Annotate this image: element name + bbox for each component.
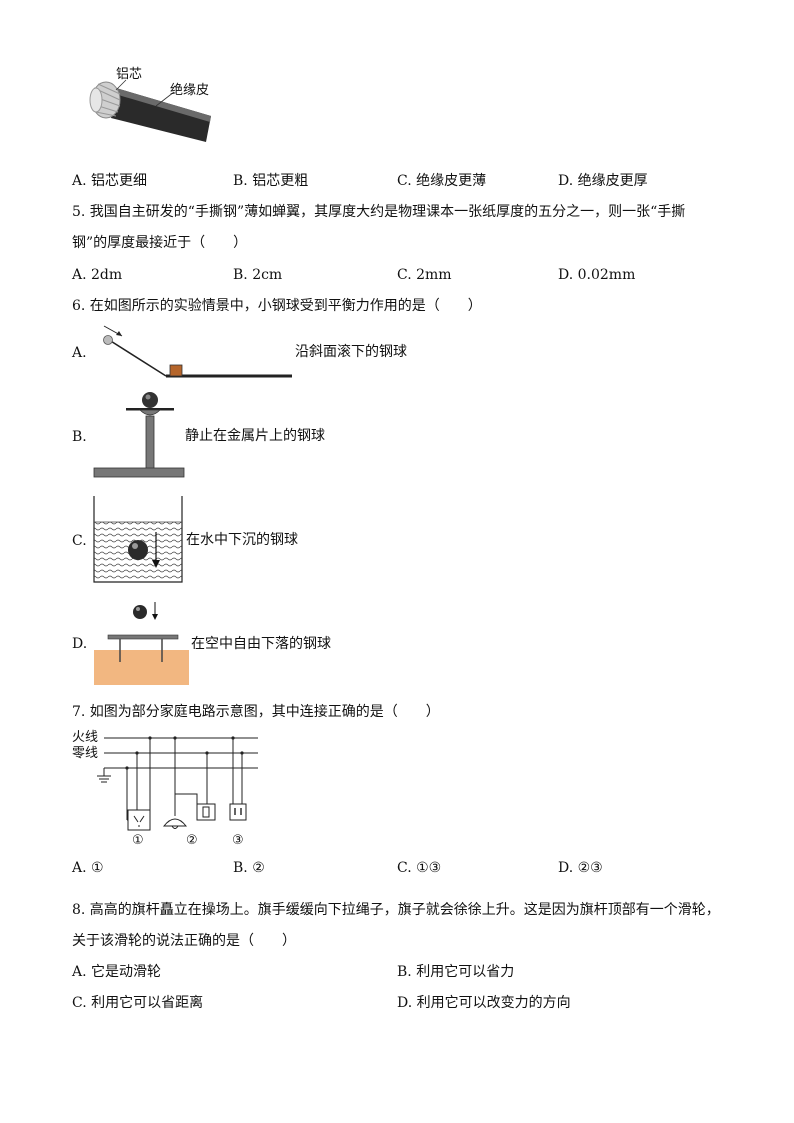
- q6-option-d-caption: 在空中自由下落的钢球: [191, 636, 331, 652]
- q5-option-a[interactable]: A. 2dm: [72, 267, 123, 283]
- falling-ball-figure: [94, 602, 189, 685]
- q8-option-a[interactable]: A. 它是动滑轮: [72, 964, 162, 980]
- neutral-line-label: 零线: [72, 746, 99, 761]
- cable-core-label: 铝芯: [116, 67, 143, 82]
- cable-insulation-label: 绝缘皮: [170, 83, 210, 98]
- q4-option-a[interactable]: A. 铝芯更细: [72, 173, 148, 189]
- q7-option-c[interactable]: C. ①③: [397, 860, 442, 876]
- q5-option-c[interactable]: C. 2mm: [397, 267, 452, 283]
- q6-stem: 6. 在如图所示的实验情景中，小钢球受到平衡力作用的是（ ）: [72, 298, 482, 314]
- q7-option-a[interactable]: A. ①: [72, 860, 104, 876]
- q6-option-d-letter[interactable]: D.: [72, 636, 88, 652]
- cable-illustration: [89, 79, 211, 142]
- q7-option-d[interactable]: D. ②③: [558, 860, 603, 876]
- q8-option-c[interactable]: C. 利用它可以省距离: [72, 995, 204, 1011]
- water-tank-figure: [93, 496, 183, 583]
- q5-stem-line1: 5. 我国自主研发的“手撕钢”薄如蝉翼，其厚度大约是物理课本一张纸厚度的五分之一…: [72, 204, 686, 220]
- circuit-marker-3: ③: [232, 833, 244, 848]
- q7-stem: 7. 如图为部分家庭电路示意图，其中连接正确的是（ ）: [72, 704, 440, 720]
- fire-line-label: 火线: [72, 730, 99, 745]
- q6-option-a-letter[interactable]: A.: [72, 345, 87, 361]
- stand-ball-figure: [93, 392, 185, 478]
- q6-option-c-letter[interactable]: C.: [72, 533, 87, 549]
- q5-option-d[interactable]: D. 0.02mm: [558, 267, 636, 283]
- q8-stem-line2: 关于该滑轮的说法正确的是（ ）: [72, 933, 296, 949]
- q4-option-d[interactable]: D. 绝缘皮更厚: [558, 173, 648, 189]
- q4-option-c[interactable]: C. 绝缘皮更薄: [397, 173, 487, 189]
- q6-option-a-caption: 沿斜面滚下的钢球: [295, 344, 407, 360]
- q8-option-d[interactable]: D. 利用它可以改变力的方向: [397, 995, 571, 1011]
- slope-ball-figure: [103, 325, 292, 378]
- q6-option-b-caption: 静止在金属片上的钢球: [185, 428, 325, 444]
- q6-option-b-letter[interactable]: B.: [72, 429, 87, 445]
- q4-option-b[interactable]: B. 铝芯更粗: [233, 173, 309, 189]
- q5-option-b[interactable]: B. 2cm: [233, 267, 283, 283]
- q5-stem-line2: 钢”的厚度最接近于（ ）: [72, 235, 248, 251]
- q7-option-b[interactable]: B. ②: [233, 860, 265, 876]
- circuit-marker-1: ①: [132, 833, 144, 848]
- q8-stem-line1: 8. 高高的旗杆矗立在操场上。旗手缓缓向下拉绳子，旗子就会徐徐上升。这是因为旗杆…: [72, 902, 720, 918]
- q6-option-c-caption: 在水中下沉的钢球: [186, 532, 298, 548]
- circuit-marker-2: ②: [186, 833, 198, 848]
- household-circuit-diagram: [97, 736, 258, 831]
- q8-option-b[interactable]: B. 利用它可以省力: [397, 964, 515, 980]
